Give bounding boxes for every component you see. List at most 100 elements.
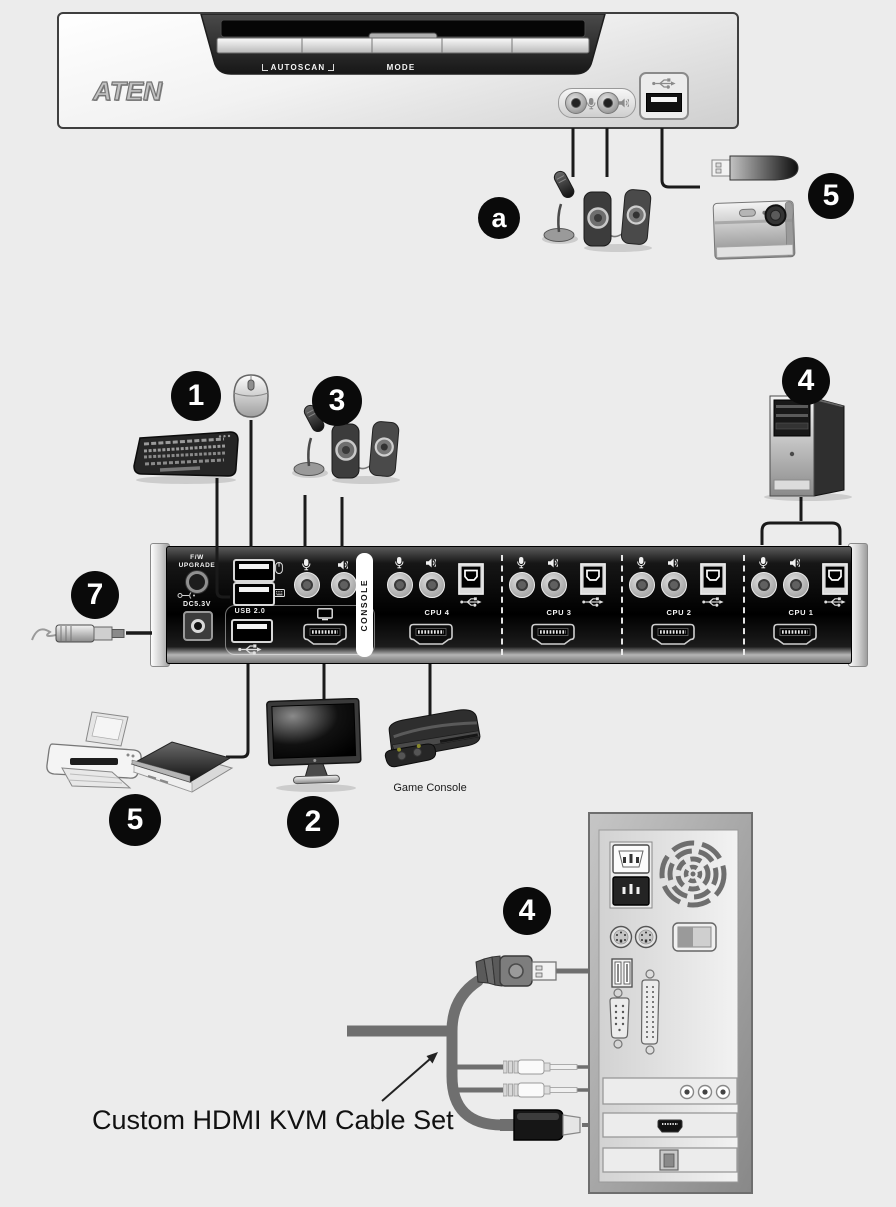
section-divider (501, 555, 503, 655)
speakers-a (583, 189, 652, 252)
microphone-a (542, 170, 578, 244)
cpu2-section: CPU 2 (621, 547, 743, 663)
power-polarity-icon (177, 592, 195, 599)
game-console (384, 709, 481, 768)
cpu4-hdmi-port (409, 623, 453, 645)
dc-power-jack (183, 611, 213, 641)
callout-1: 1 (171, 371, 221, 421)
pointer-arrow (381, 1052, 438, 1102)
front-bezel (200, 14, 606, 75)
cable-set-label: Custom HDMI KVM Cable Set (92, 1105, 454, 1135)
callout-2: 2 (287, 796, 339, 848)
usb-icon (460, 597, 482, 607)
cpu3-hdmi-port (531, 623, 575, 645)
callout-5-top: 5 (808, 173, 854, 219)
cpu3-usb-b-port (580, 563, 606, 595)
usb-icon (824, 597, 846, 607)
console-hdmi-port (303, 623, 347, 645)
cpu1-hdmi-port (773, 623, 817, 645)
audio-card-slot (602, 1077, 738, 1105)
bracket-left (261, 64, 268, 71)
speaker-icon (338, 560, 348, 570)
console-strip: CONSOLE (356, 553, 373, 657)
keyboard (133, 431, 239, 484)
ps2-ports (609, 925, 658, 949)
mic-icon (637, 557, 646, 569)
console-mic-jack (294, 572, 320, 598)
console-keyboard-usb-port (233, 582, 275, 606)
game-controller (384, 743, 437, 768)
callout-a: a (478, 197, 520, 239)
front-usb-block (639, 72, 689, 120)
keyboard-icon (274, 589, 285, 597)
console-speaker-jack (331, 572, 357, 598)
callout-4-top: 4 (782, 357, 830, 405)
cable-trunk (446, 975, 508, 1131)
section-divider (743, 555, 745, 655)
game-console-label: Game Console (393, 782, 467, 794)
mic-icon (759, 557, 768, 569)
mic-icon (587, 98, 596, 110)
front-usb-port (646, 93, 682, 112)
line-front-usb (660, 128, 700, 189)
monitor-icon (317, 608, 333, 621)
mic-icon (395, 557, 404, 569)
front-audio-pill (558, 88, 636, 118)
autoscan-label: AUTOSCAN (252, 64, 344, 72)
mouse (233, 374, 269, 418)
computer-rear-panel (588, 812, 753, 1194)
microphone-3 (292, 404, 328, 478)
scanner (130, 741, 234, 793)
db25-parallel-port (640, 969, 660, 1055)
cpu4-speaker-jack (419, 572, 445, 598)
cpu1-section: CPU 1 (743, 547, 865, 663)
cpu2-usb-b-port (700, 563, 726, 595)
usb-icon (238, 644, 262, 655)
front-speaker-jack (597, 92, 619, 114)
aten-logo: ATEN (92, 76, 162, 106)
audio-cable-plug-1 (503, 1059, 578, 1075)
cpu3-section: CPU 3 (501, 547, 623, 663)
digital-camera (712, 200, 796, 260)
fw-upgrade-port (186, 571, 208, 593)
cpu1-usb-b-port (822, 563, 848, 595)
pushbutton-row (216, 37, 590, 54)
cpu4-section: CPU 4 (379, 547, 501, 663)
mouse-icon (275, 562, 283, 574)
power-switch (672, 922, 717, 952)
cpu1-speaker-jack (783, 572, 809, 598)
console-mouse-usb-port (233, 559, 275, 582)
power-adapter-plug (31, 624, 125, 643)
mode-label: MODE (386, 63, 416, 72)
usb-tongue (651, 97, 677, 102)
section-divider (621, 555, 623, 655)
kvm-front-panel: AUTOSCAN MODE ATEN (57, 12, 739, 129)
usb-cable-plug (475, 955, 557, 987)
mic-icon (302, 559, 311, 571)
cpu2-mic-jack (629, 572, 655, 598)
cpu2-hdmi-port (651, 623, 695, 645)
usb20-label: USB 2.0 (234, 608, 266, 615)
usb20-port (231, 619, 273, 643)
dc-label: DC5.3V (182, 601, 212, 608)
speakers-3 (331, 421, 400, 484)
hdmi-card-slot (602, 1112, 738, 1138)
cpu4-usb-b-port (458, 563, 484, 595)
console-section-outline (225, 605, 375, 655)
cpu3-mic-jack (509, 572, 535, 598)
speaker-icon (619, 98, 629, 108)
speaker-icon (426, 558, 436, 568)
computer-tower (764, 395, 852, 501)
usb-icon (652, 78, 676, 89)
monitor (266, 698, 362, 792)
speaker-icon (668, 558, 678, 568)
cpu4-label: CPU 4 (424, 608, 450, 617)
callout-5-bottom: 5 (109, 794, 161, 846)
usb-ports (611, 958, 633, 988)
cpu3-speaker-jack (541, 572, 567, 598)
printer (46, 711, 142, 789)
speaker-icon (548, 558, 558, 568)
cpu1-label: CPU 1 (788, 608, 814, 617)
